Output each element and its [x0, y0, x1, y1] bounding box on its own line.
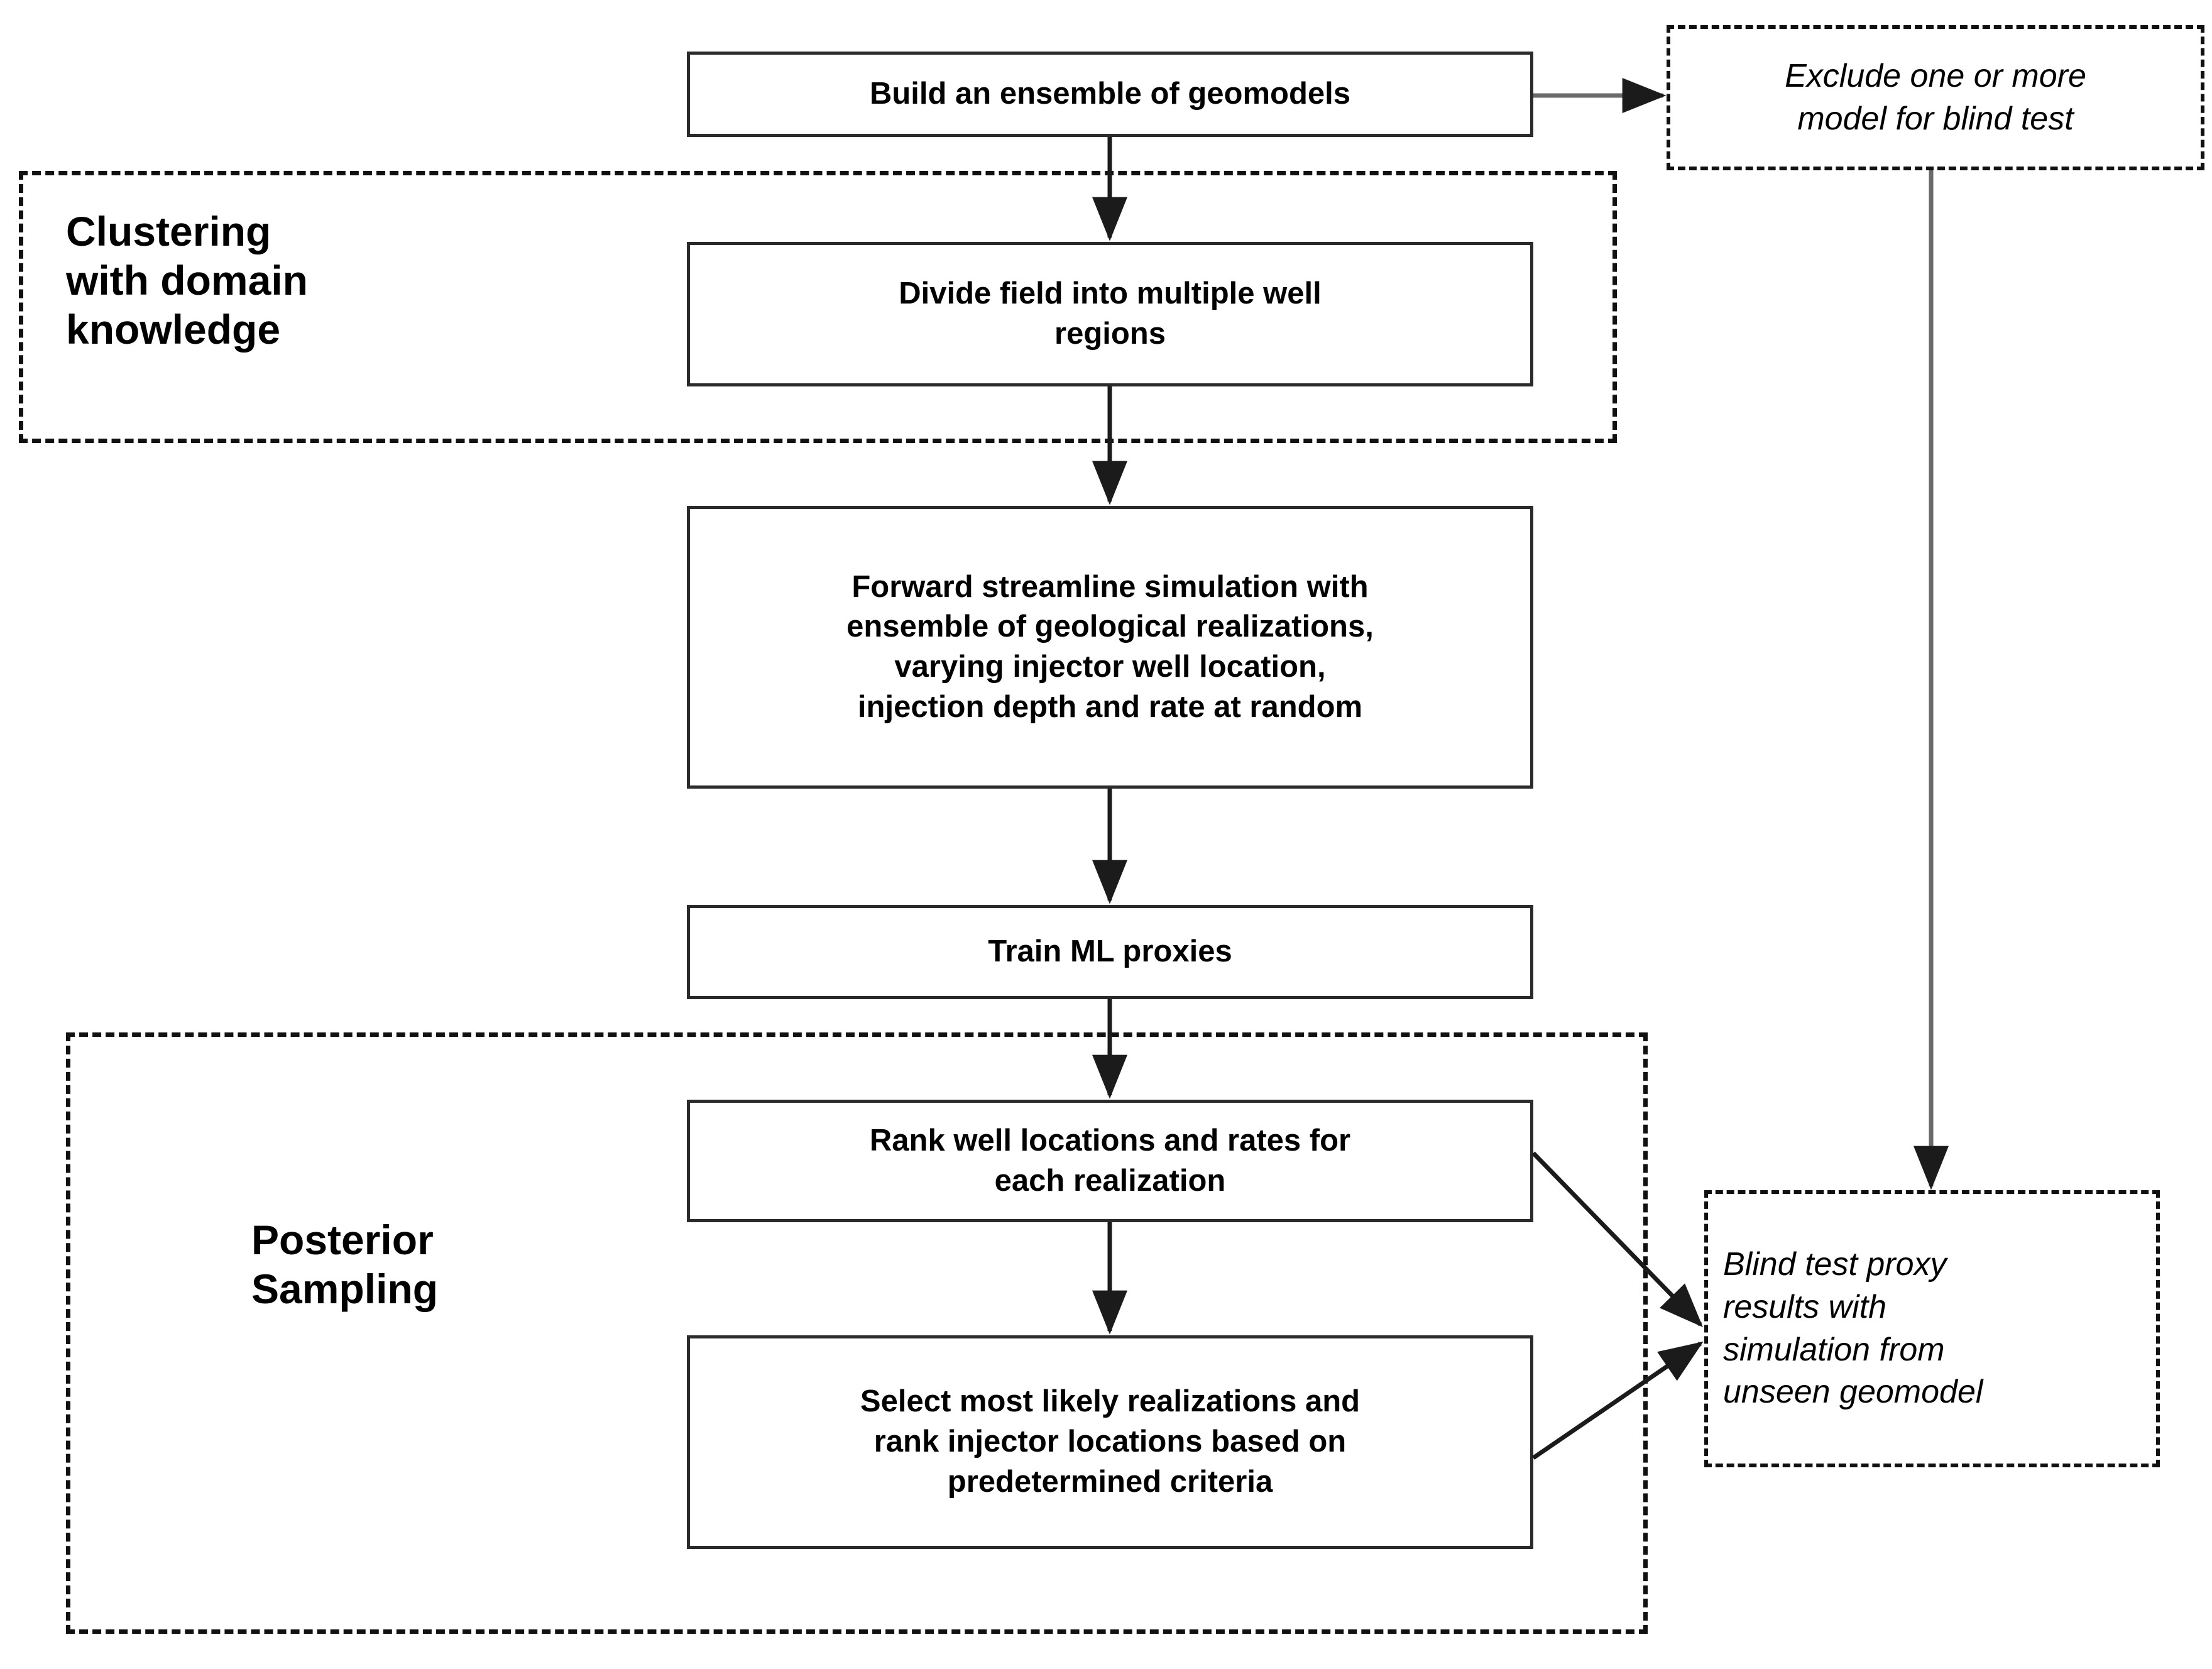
- note-box-blind-test-label: Blind test proxy results with simulation…: [1723, 1246, 1983, 1411]
- group-label-posterior-sampling: Posterior Sampling: [251, 1217, 439, 1312]
- group-region-posterior-sampling: [66, 1032, 1648, 1634]
- process-box-forward-simulation-label: Forward streamline simulation with ensem…: [846, 569, 1374, 724]
- process-box-select-realizations-label: Select most likely realizations and rank…: [860, 1384, 1361, 1499]
- process-box-divide-field-label: Divide field into multiple well regions: [899, 276, 1322, 351]
- process-box-rank-wells[interactable]: Rank well locations and rates for each r…: [687, 1100, 1533, 1222]
- process-box-train-proxies-label: Train ML proxies: [988, 934, 1232, 969]
- process-box-divide-field[interactable]: Divide field into multiple well regions: [687, 242, 1533, 386]
- process-box-train-proxies[interactable]: Train ML proxies: [687, 905, 1533, 999]
- group-label-clustering: Clustering with domain knowledge: [66, 208, 308, 353]
- process-box-select-realizations[interactable]: Select most likely realizations and rank…: [687, 1335, 1533, 1549]
- process-box-forward-simulation[interactable]: Forward streamline simulation with ensem…: [687, 506, 1533, 789]
- note-box-exclude-model[interactable]: Exclude one or more model for blind test: [1667, 25, 2204, 170]
- group-region-clustering: [19, 171, 1617, 443]
- note-box-blind-test[interactable]: Blind test proxy results with simulation…: [1704, 1190, 2160, 1467]
- process-box-rank-wells-label: Rank well locations and rates for each r…: [869, 1123, 1351, 1198]
- process-box-build-ensemble[interactable]: Build an ensemble of geomodels: [687, 52, 1533, 137]
- note-box-exclude-model-label: Exclude one or more model for blind test: [1785, 57, 2086, 137]
- process-box-build-ensemble-label: Build an ensemble of geomodels: [869, 77, 1351, 111]
